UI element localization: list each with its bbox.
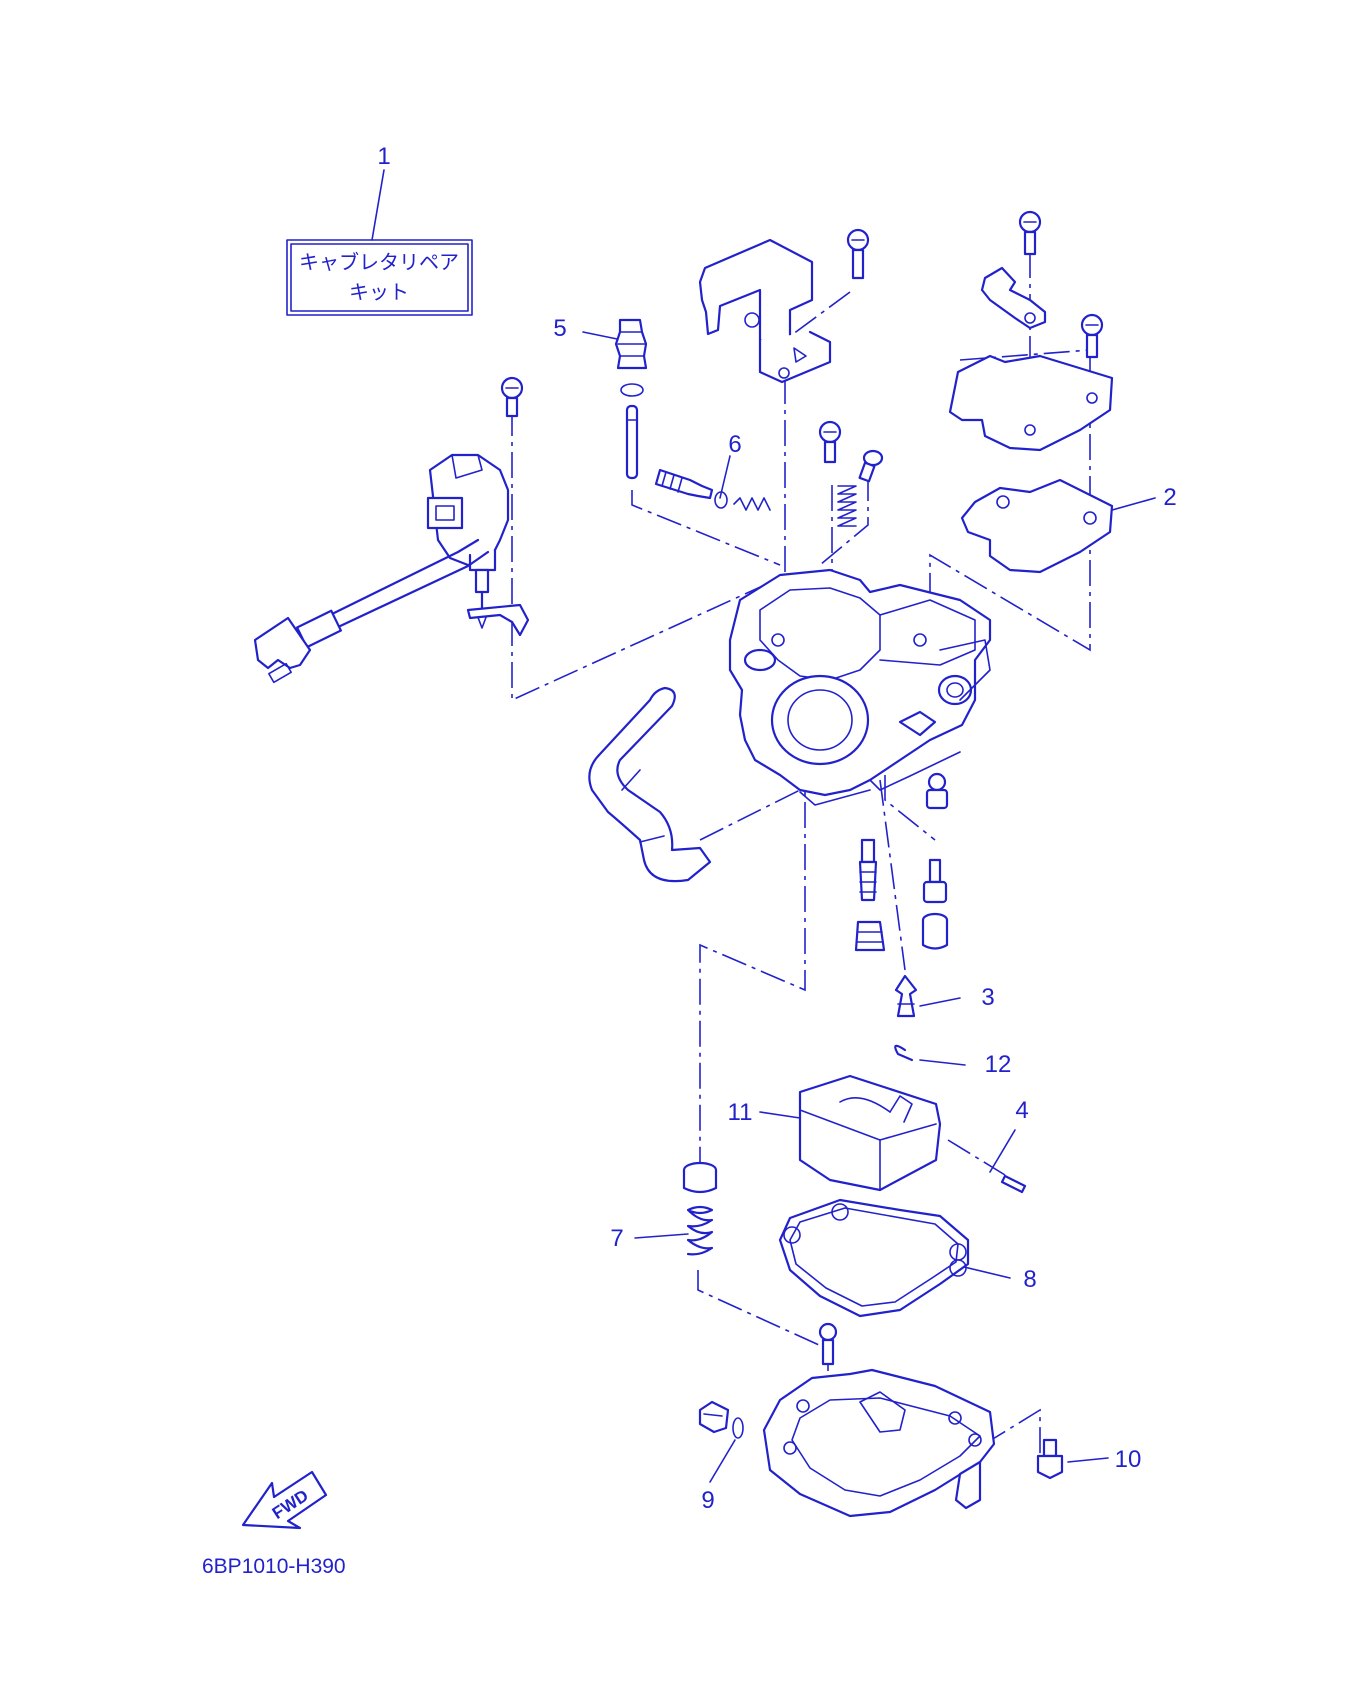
callout-9: 9 bbox=[701, 1487, 714, 1514]
callout-7: 7 bbox=[610, 1225, 623, 1252]
drawing-code: 6BP1010-H390 bbox=[202, 1555, 346, 1578]
callout-6: 6 bbox=[728, 431, 741, 458]
callout-10: 10 bbox=[1115, 1446, 1142, 1473]
leader-lines bbox=[582, 331, 1156, 1483]
plug-b bbox=[921, 912, 949, 950]
screw-body-a bbox=[818, 420, 842, 464]
accelerator-pump-part7 bbox=[682, 1161, 718, 1256]
needle-valve-part3 bbox=[894, 974, 918, 1018]
callout-2: 2 bbox=[1163, 484, 1176, 511]
float-pin-part4 bbox=[1000, 1174, 1027, 1194]
jet-holders bbox=[854, 772, 949, 952]
repair-kit-box: キャブレタリペア キット bbox=[286, 169, 473, 316]
needle-clip-part12 bbox=[894, 1044, 914, 1062]
retaining-clip bbox=[466, 603, 530, 637]
bowl-screw-part10 bbox=[1036, 1438, 1064, 1480]
screw-lower-a bbox=[925, 772, 949, 810]
screw-top-left bbox=[500, 376, 524, 418]
kit-label-line2: キット bbox=[349, 280, 409, 304]
screw-cover-b bbox=[1080, 313, 1104, 359]
callout-5: 5 bbox=[553, 315, 566, 342]
choke-plunger-cap-part5 bbox=[614, 318, 648, 480]
float-part11 bbox=[798, 1074, 942, 1192]
jet-b bbox=[922, 858, 948, 904]
upper-screws bbox=[500, 210, 1104, 483]
top-gasket-part2 bbox=[960, 478, 1114, 574]
screw-cover-a bbox=[1018, 210, 1042, 256]
jet-a bbox=[858, 838, 878, 902]
top-cover-plate bbox=[948, 354, 1114, 452]
plug-a bbox=[854, 920, 886, 952]
callout-1: 1 bbox=[377, 143, 390, 170]
drain-screw-part9 bbox=[698, 1400, 744, 1439]
callout-numbers: 1 2 3 4 5 6 7 8 9 10 11 12 bbox=[377, 143, 1176, 1514]
float-bowl-gasket-part8 bbox=[778, 1198, 970, 1318]
carburetor-body bbox=[728, 568, 992, 806]
forward-arrow-icon: FWD bbox=[241, 1470, 328, 1530]
solenoid-valve bbox=[253, 453, 510, 684]
fuel-hose bbox=[588, 686, 712, 883]
callout-4: 4 bbox=[1015, 1097, 1028, 1124]
callout-8: 8 bbox=[1023, 1266, 1036, 1293]
pilot-screw-and-springs bbox=[654, 468, 857, 527]
screw-bracket bbox=[846, 228, 870, 280]
kit-label-line1: キャブレタリペア bbox=[299, 250, 459, 274]
choke-bracket bbox=[698, 238, 832, 384]
throttle-lever bbox=[980, 266, 1047, 330]
float-bowl bbox=[762, 1322, 996, 1518]
callout-12: 12 bbox=[985, 1051, 1012, 1078]
callout-3: 3 bbox=[981, 984, 994, 1011]
screw-body-b bbox=[858, 449, 884, 483]
callout-11: 11 bbox=[728, 1099, 753, 1126]
